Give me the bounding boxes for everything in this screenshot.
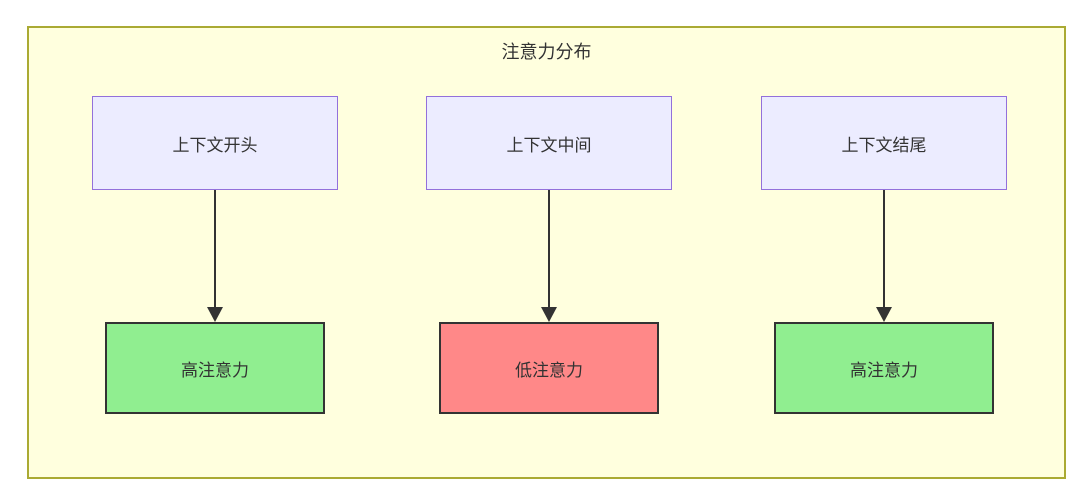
arrow-down-icon — [876, 190, 892, 322]
node-label: 上下文开头 — [172, 135, 258, 155]
node-label: 高注意力 — [181, 360, 249, 380]
arrow-shaft — [548, 190, 550, 308]
arrow-down-icon — [207, 190, 223, 322]
node-label: 上下文结尾 — [841, 135, 927, 155]
arrowhead-icon — [207, 307, 223, 322]
arrowhead-icon — [541, 307, 557, 322]
node-label: 上下文中间 — [506, 135, 592, 155]
diagram-title: 注意力分布 — [501, 42, 592, 62]
node-context-end: 上下文结尾 — [761, 96, 1007, 190]
node-label: 高注意力 — [850, 360, 918, 380]
attention-distribution-container: 注意力分布 上下文开头 高注意力 上下文中间 低注意力 上下文结尾 — [27, 26, 1066, 479]
node-low-attention: 低注意力 — [439, 322, 659, 414]
node-high-attention-left: 高注意力 — [105, 322, 325, 414]
arrowhead-icon — [876, 307, 892, 322]
arrow-shaft — [883, 190, 885, 308]
node-context-start: 上下文开头 — [92, 96, 338, 190]
arrow-shaft — [214, 190, 216, 308]
node-label: 低注意力 — [515, 360, 583, 380]
node-high-attention-right: 高注意力 — [774, 322, 994, 414]
node-context-middle: 上下文中间 — [426, 96, 672, 190]
arrow-down-icon — [541, 190, 557, 322]
